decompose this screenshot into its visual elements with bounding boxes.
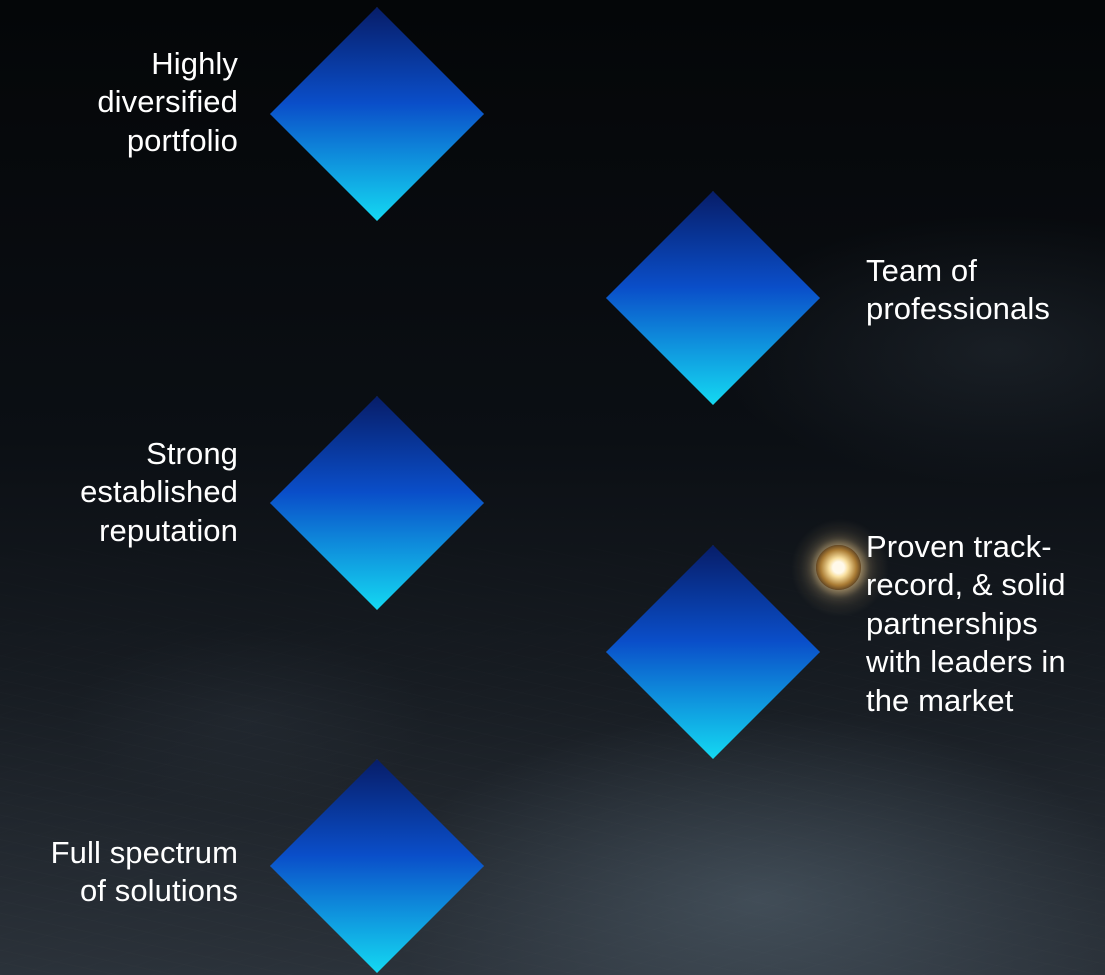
label-right-1: Team of professionals <box>866 252 1050 329</box>
label-left-2-line-1: Strong <box>146 436 238 471</box>
label-right-2-line-2: record, & solid <box>866 567 1066 603</box>
label-right-2-line-3: partnerships <box>866 605 1038 641</box>
label-left-3-line-2: of solutions <box>79 873 238 909</box>
label-right-2-line-4: with leaders in <box>866 644 1066 680</box>
label-left-3-line-1: Full spectrum <box>50 835 238 870</box>
label-left-1-line-1: Highly <box>151 46 238 81</box>
label-right-1-line-1: Team of <box>866 253 977 288</box>
label-right-1-line-2: professionals <box>866 291 1050 327</box>
label-left-2-line-3: reputation <box>99 512 238 548</box>
label-left-1: Highly diversified portfolio <box>97 45 238 160</box>
label-right-2: Proven track- record, & solid partnershi… <box>866 528 1066 720</box>
lamp-icon <box>816 545 861 590</box>
label-left-2-line-2: established <box>80 474 238 510</box>
label-right-2-line-5: the market <box>866 682 1014 718</box>
label-left-3: Full spectrum of solutions <box>51 834 238 911</box>
label-left-1-line-2: diversified <box>97 84 238 120</box>
label-right-2-line-1: Proven track- <box>866 529 1052 564</box>
label-left-2: Strong established reputation <box>80 435 238 550</box>
label-left-1-line-3: portfolio <box>126 122 238 158</box>
